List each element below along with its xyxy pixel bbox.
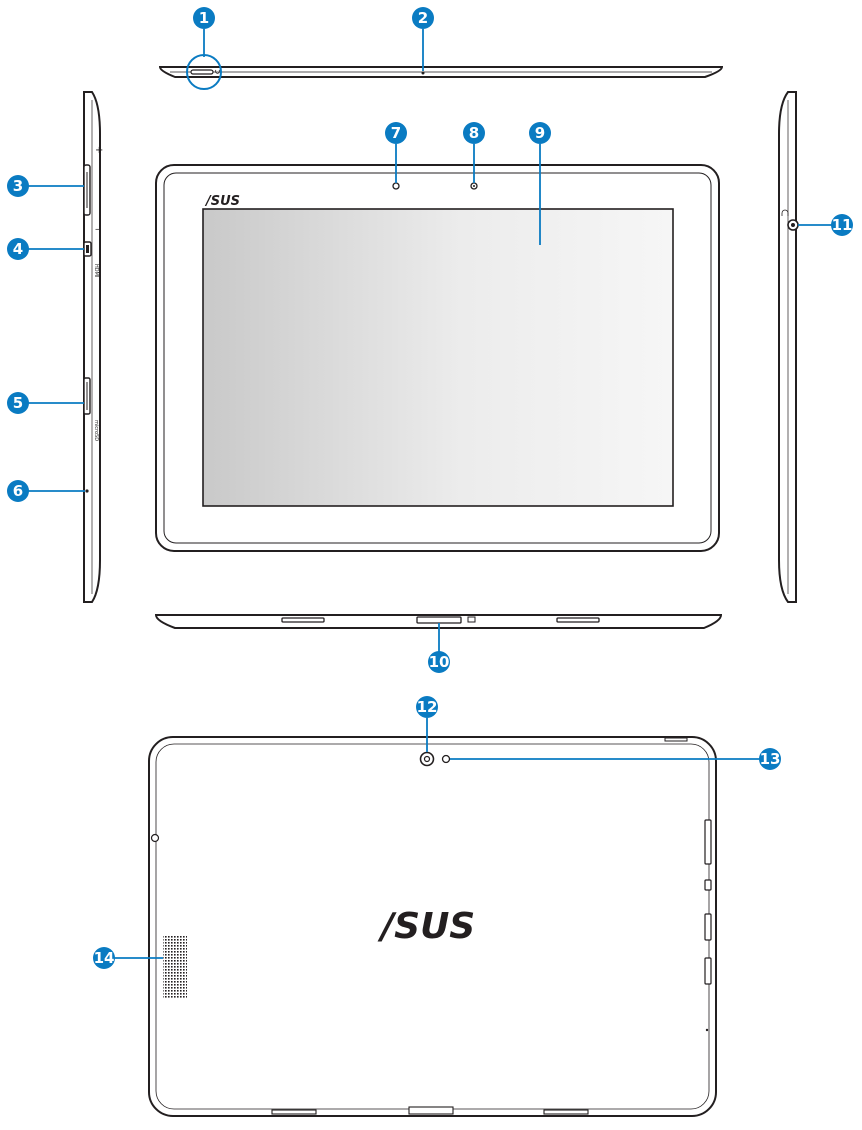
- rear-led-flash: [441, 754, 451, 764]
- microsd-label: microSD: [93, 420, 99, 441]
- callout-badge: [193, 7, 215, 29]
- callout-8: 8: [463, 122, 485, 144]
- callout-badge: [759, 748, 781, 770]
- callout-badge: [831, 214, 853, 236]
- speaker-grille: [163, 935, 187, 998]
- callout-9: 9: [529, 122, 551, 144]
- callout-1: 1: [193, 7, 215, 29]
- callout-5: 5: [7, 392, 29, 414]
- callout-badge: [412, 7, 434, 29]
- callout-number: 12: [417, 698, 438, 716]
- callout-number: 1: [199, 9, 209, 27]
- callout-number: 7: [391, 124, 401, 142]
- callout-number: 11: [832, 216, 853, 234]
- callout-7: 7: [385, 122, 407, 144]
- callout-11: 11: [831, 214, 853, 236]
- callout-number: 3: [13, 177, 23, 195]
- callout-10: 10: [428, 651, 450, 673]
- callout-number: 9: [535, 124, 545, 142]
- callout-badge: [529, 122, 551, 144]
- touch-screen: [202, 208, 674, 507]
- docking-port: [416, 616, 462, 624]
- right-edge-outline: [778, 91, 797, 603]
- callout-badge: [7, 175, 29, 197]
- right-edge-view: [778, 91, 799, 603]
- callout-badge: [385, 122, 407, 144]
- callout-number: 2: [418, 9, 428, 27]
- callout-2: 2: [412, 7, 434, 29]
- front-logo: /SUS: [204, 194, 240, 209]
- callout-number: 6: [13, 482, 23, 500]
- callout-6: 6: [7, 480, 29, 502]
- headphone-icon: [781, 209, 789, 216]
- callout-badge: [7, 480, 29, 502]
- front-bezel-inner: [163, 172, 712, 544]
- callout-number: 8: [469, 124, 479, 142]
- callout-badge: [93, 947, 115, 969]
- volume-plus-label: +: [95, 145, 103, 156]
- bottom-edge-view: [154, 614, 723, 629]
- top-microphone-hole: [421, 71, 425, 75]
- callout-badge: [463, 122, 485, 144]
- bottom-speaker-left: [281, 617, 325, 623]
- callout-4: 4: [7, 238, 29, 260]
- callout-number: 13: [760, 750, 781, 768]
- callout-number: 5: [13, 394, 23, 412]
- callout-14: 14: [93, 947, 115, 969]
- callout-3: 3: [7, 175, 29, 197]
- callout-badge: [428, 651, 450, 673]
- bottom-speaker-right: [556, 617, 600, 623]
- callout-12: 12: [416, 696, 438, 718]
- back-view: /SUS: [148, 736, 717, 1117]
- back-cover-outer: [148, 736, 717, 1117]
- front-view: /SUS: [155, 164, 720, 552]
- callout-number: 14: [94, 949, 115, 967]
- callout-badge: [7, 392, 29, 414]
- docking-port-icon: [467, 616, 476, 623]
- light-sensor: [392, 182, 400, 190]
- volume-minus-label: –: [95, 224, 100, 235]
- hdmi-label: HDMI: [93, 264, 99, 277]
- power-button: [190, 69, 214, 75]
- callout-13: 13: [759, 748, 781, 770]
- callout-badge: [7, 238, 29, 260]
- top-edge-view: [158, 54, 724, 90]
- left-edge-view: + – HDMI microSD: [83, 91, 103, 603]
- back-logo: /SUS: [377, 906, 475, 947]
- power-symbol-icon: [215, 69, 220, 74]
- reset-hole: [85, 489, 89, 493]
- callout-number: 10: [429, 653, 450, 671]
- callout-badge: [416, 696, 438, 718]
- callout-number: 4: [13, 240, 23, 258]
